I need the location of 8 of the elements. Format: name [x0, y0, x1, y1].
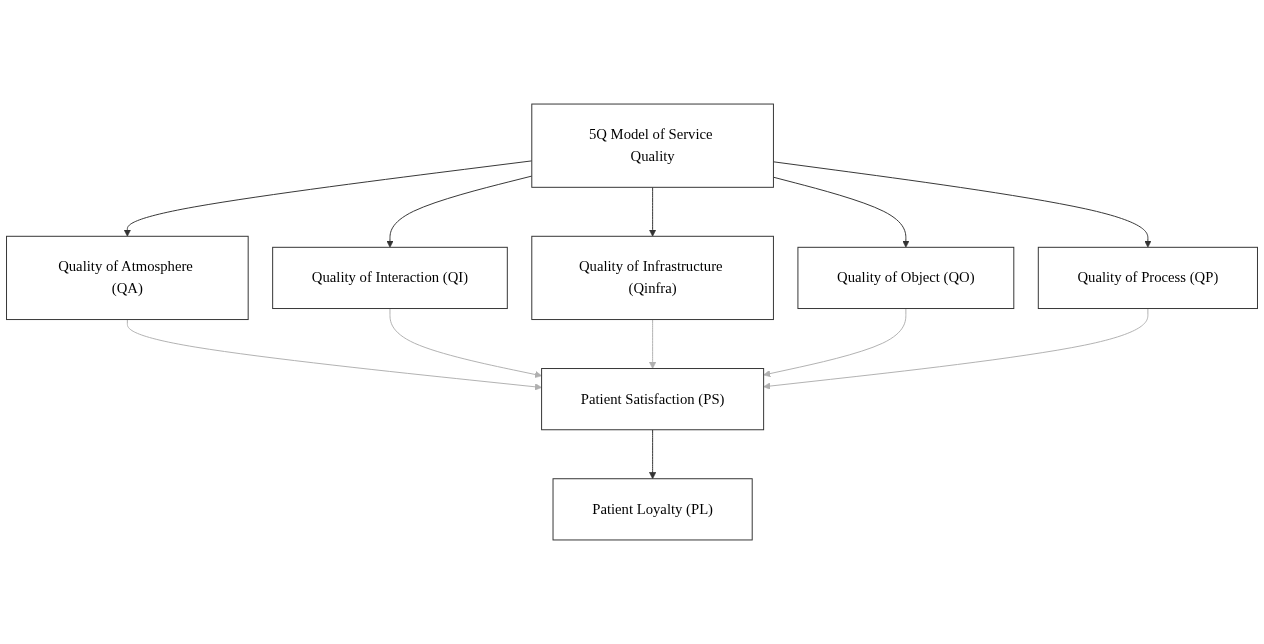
node-box: Quality of Atmosphere (QA): [6, 235, 249, 321]
node-box: Quality of Interaction (QI): [272, 246, 508, 309]
node-box: Quality of Object (QO): [797, 246, 1015, 309]
node-box: Quality of Process (QP): [1037, 246, 1258, 309]
node-box: Patient Satisfaction (PS): [541, 368, 765, 431]
node-box: Patient Loyalty (PL): [552, 478, 753, 541]
node-box: Quality of Infrastructure (Qinfra): [531, 235, 774, 321]
node-box: 5Q Model of Service Quality: [531, 103, 774, 188]
